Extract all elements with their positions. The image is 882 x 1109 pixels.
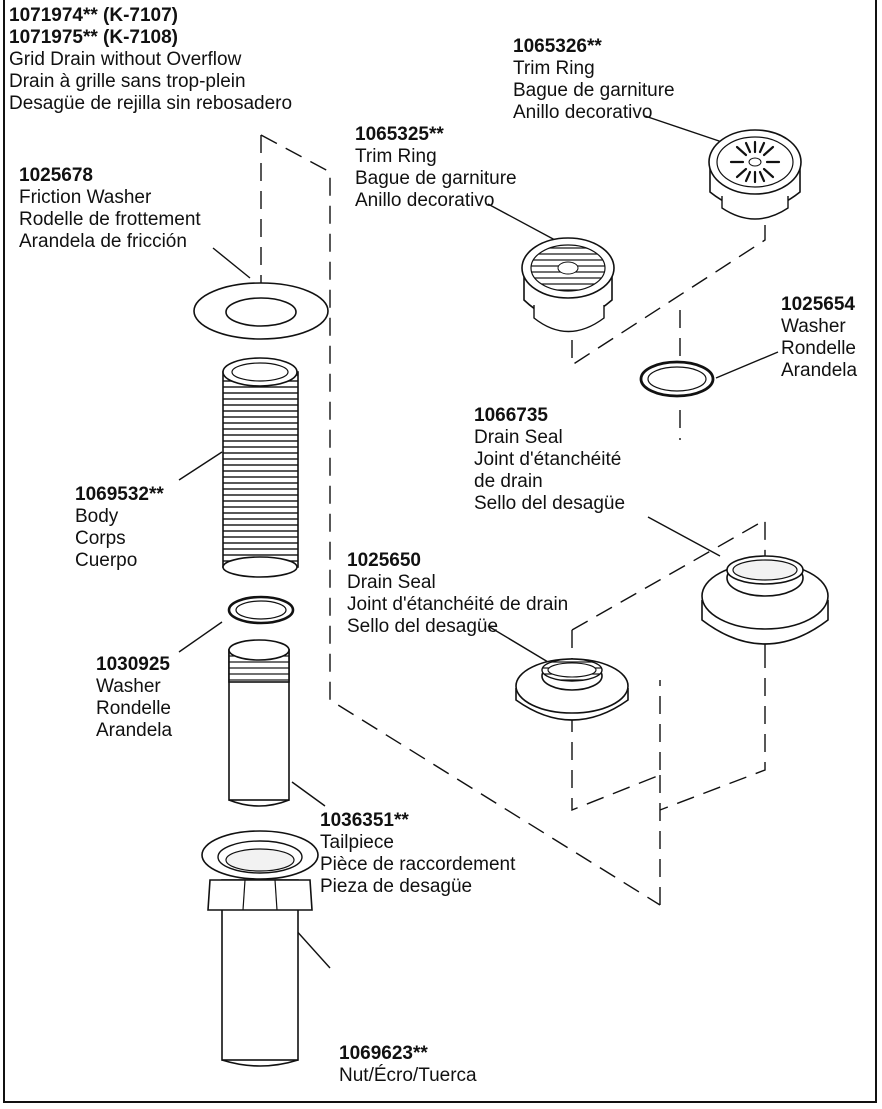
label-nut: 1069623** Nut/Écro/Tuerca (339, 1043, 477, 1087)
description-line: Desagüe de rejilla sin rebosadero (9, 93, 293, 114)
part-number: 1025650 (347, 550, 421, 571)
description-line: Arandela (781, 360, 858, 381)
description-line: Joint d'étanchéité (474, 449, 622, 470)
description-line: Washer (781, 316, 846, 337)
description-line: Tailpiece (320, 832, 394, 853)
description-line: Arandela (96, 720, 173, 741)
description-line: Bague de garniture (355, 168, 517, 189)
label-washer-1025654: 1025654 Washer Rondelle Arandela (781, 294, 857, 382)
washer-1030925-shape (227, 595, 295, 625)
label-drain-seal-1025650: 1025650 Drain Seal Joint d'étanchéité de… (347, 550, 568, 638)
trim-ring-1065326-shape (708, 129, 802, 220)
description-line: Nut/Écro/Tuerca (339, 1065, 477, 1086)
description-line: Sello del desagüe (347, 616, 499, 637)
friction-washer-shape (193, 282, 329, 340)
label-friction-washer: 1025678 Friction Washer Rodelle de frott… (19, 165, 201, 253)
label-trim-ring-1065325: 1065325** Trim Ring Bague de garniture A… (355, 124, 517, 212)
part-number: 1036351** (320, 810, 409, 831)
part-number: 1030925 (96, 654, 170, 675)
part-number: 1025678 (19, 165, 93, 186)
description-line: Anillo decorativo (513, 102, 653, 123)
description-line: Drain Seal (474, 427, 563, 448)
description-line: Sello del desagüe (474, 493, 626, 514)
assembly-dashed-lines (260, 134, 766, 906)
body-shape (222, 357, 299, 578)
description-line: Arandela de fricción (19, 231, 187, 252)
part-number: 1065326** (513, 36, 602, 57)
washer-1025654-shape (639, 360, 715, 398)
label-tailpiece: 1036351** Tailpiece Pièce de raccordemen… (320, 810, 515, 898)
description-line: Pieza de desagüe (320, 876, 473, 897)
part-number: 1065325** (355, 124, 444, 145)
part-number: 1025654 (781, 294, 855, 315)
description-line: Trim Ring (513, 58, 595, 79)
diagram-frame (3, 0, 877, 1103)
drain-seal-1025650-shape (515, 658, 629, 721)
description-line: Grid Drain without Overflow (9, 49, 242, 70)
description-line: Body (75, 506, 119, 527)
label-washer-1030925: 1030925 Washer Rondelle Arandela (96, 654, 172, 742)
description-line: Cuerpo (75, 550, 138, 571)
description-line: de drain (474, 471, 543, 492)
description-line: Corps (75, 528, 126, 549)
description-line: Rondelle (781, 338, 856, 359)
description-line: Bague de garniture (513, 80, 675, 101)
label-drain-seal-1066735: 1066735 Drain Seal Joint d'étanchéité de… (474, 405, 625, 515)
description-line: Rondelle (96, 698, 171, 719)
description-line: Joint d'étanchéité de drain (347, 594, 569, 615)
part-number: 1071974** (K-7107) (9, 5, 179, 26)
part-number: 1069532** (75, 484, 164, 505)
part-number: 1071975** (K-7108) (9, 27, 179, 48)
drain-seal-1066735-shape (701, 555, 829, 645)
description-line: Drain Seal (347, 572, 436, 593)
description-line: Friction Washer (19, 187, 152, 208)
description-line: Anillo decorativo (355, 190, 495, 211)
trim-ring-1065325-shape (521, 237, 615, 333)
part-number: 1066735 (474, 405, 548, 426)
description-line: Drain à grille sans trop-plein (9, 71, 246, 92)
label-trim-ring-1065326: 1065326** Trim Ring Bague de garniture A… (513, 36, 675, 124)
description-line: Trim Ring (355, 146, 437, 167)
nut-shape (201, 830, 319, 1067)
label-grid-drain: 1071974** (K-7107) 1071975** (K-7108) Gr… (9, 5, 292, 115)
part-number: 1069623** (339, 1043, 428, 1064)
label-body: 1069532** Body Corps Cuerpo (75, 484, 164, 572)
description-line: Rodelle de frottement (19, 209, 201, 230)
leader-lines (178, 115, 779, 969)
description-line: Washer (96, 676, 161, 697)
tailpiece-shape (228, 639, 290, 807)
description-line: Pièce de raccordement (320, 854, 516, 875)
